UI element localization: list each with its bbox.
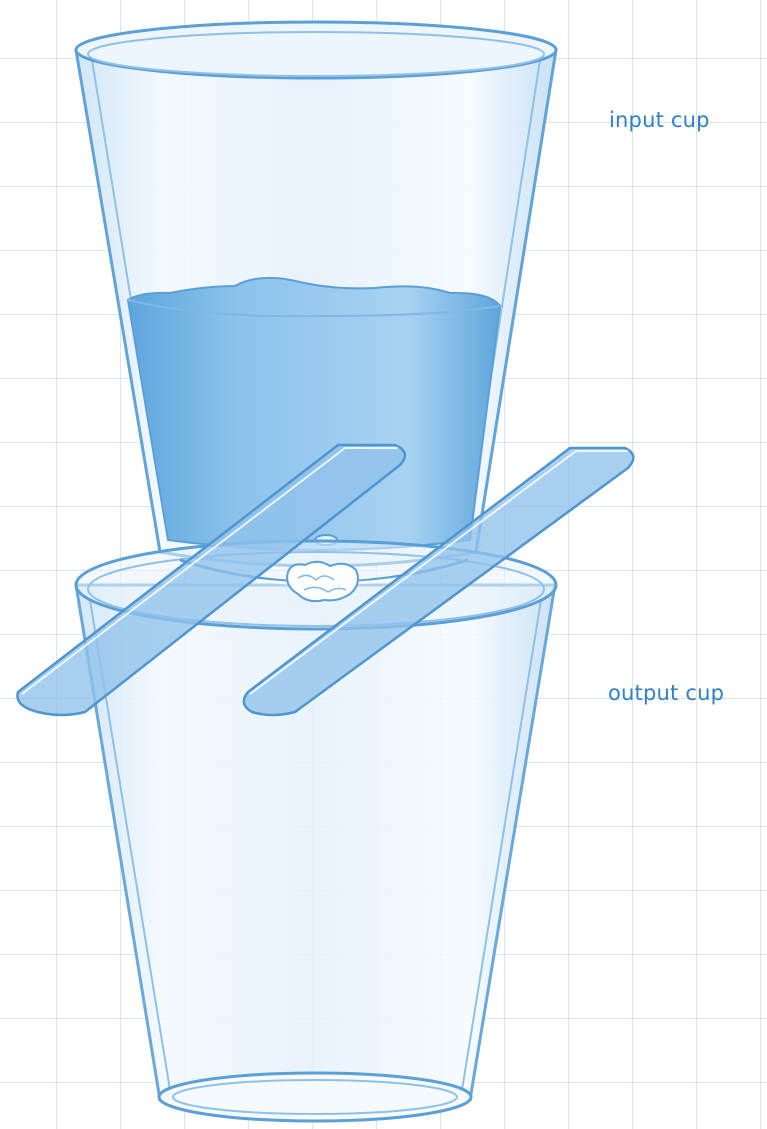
input-cup-label: input cup bbox=[609, 108, 710, 132]
output-cup-label: output cup bbox=[608, 681, 724, 705]
